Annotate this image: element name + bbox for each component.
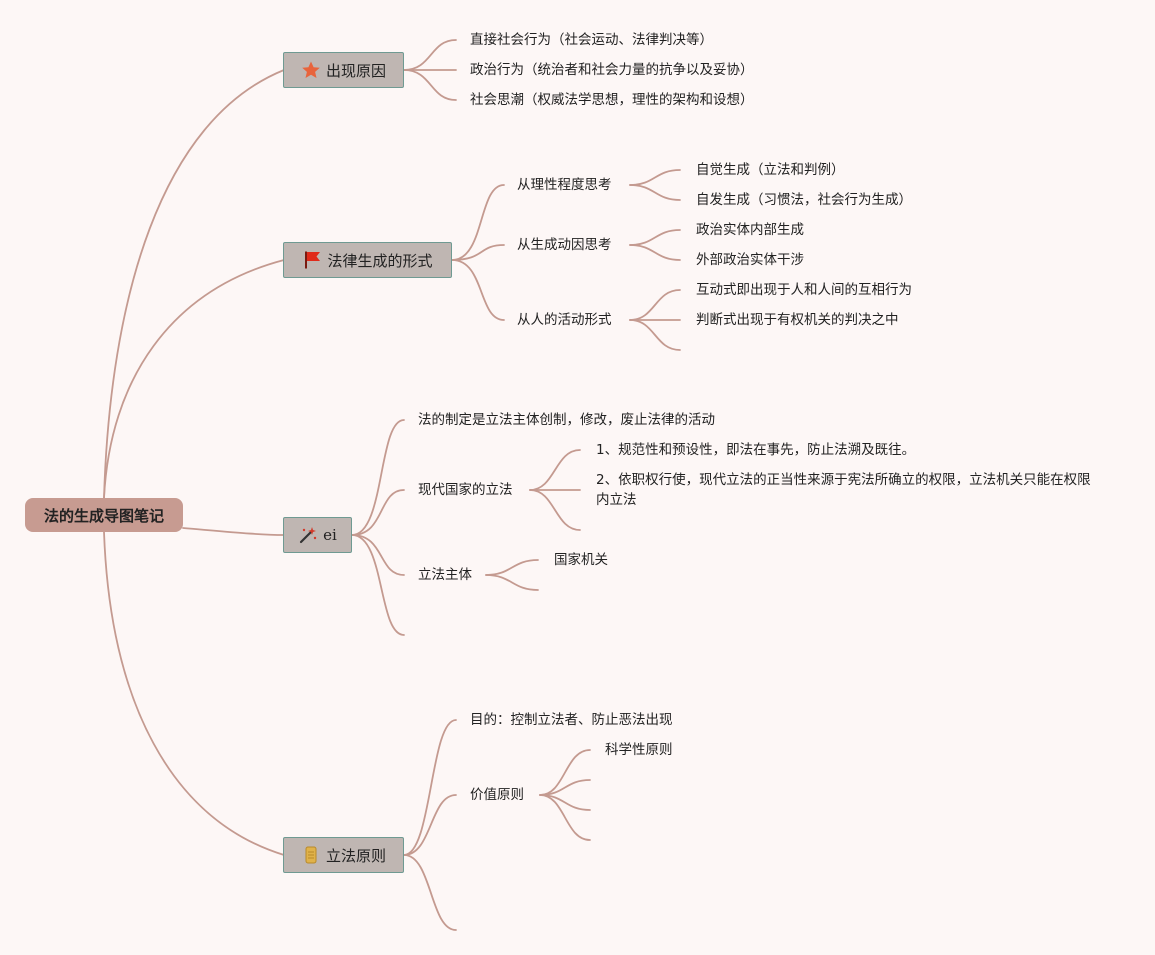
topic-forms[interactable]: 法律生成的形式 (283, 242, 452, 278)
link-root-principles (103, 531, 285, 856)
link-ei-modern (351, 489, 405, 536)
link-root-ei (182, 527, 285, 536)
reasons-item-3[interactable]: 社会思潮（权威法学思想，理性的架构和设想） (470, 92, 754, 108)
forms-activity-item-1[interactable]: 互动式即出现于人和人间的互相行为 (696, 282, 912, 298)
principles-value-label[interactable]: 价值原则 (470, 787, 524, 803)
star-icon (301, 60, 321, 80)
ei-definition[interactable]: 法的制定是立法主体创制，修改，废止法律的活动 (418, 412, 715, 428)
forms-activity-label[interactable]: 从人的活动形式 (517, 312, 612, 328)
principles-value-item-1[interactable]: 科学性原则 (605, 742, 673, 758)
red-flag-icon (302, 250, 322, 270)
link-forms-cause (451, 244, 505, 261)
forms-rational-item-2[interactable]: 自发生成（习惯法，社会行为生成） (696, 192, 912, 208)
link-root-forms (103, 259, 285, 499)
forms-rational-item-1[interactable]: 自觉生成（立法和判例） (696, 162, 845, 178)
topic-principles[interactable]: 立法原则 (283, 837, 404, 873)
link-principles-empty (403, 854, 457, 931)
topic-reasons-label: 出现原因 (325, 61, 386, 80)
link-principles-purpose (403, 719, 457, 856)
topic-forms-label: 法律生成的形式 (327, 251, 433, 270)
topic-ei[interactable]: ei (283, 517, 352, 553)
link-ei-subject (351, 534, 405, 576)
link-forms-rational (451, 184, 505, 261)
magic-wand-icon (298, 525, 318, 545)
root-topic[interactable]: 法的生成导图笔记 (25, 498, 183, 532)
ei-subject-label[interactable]: 立法主体 (418, 567, 472, 583)
topic-principles-label: 立法原则 (325, 846, 386, 865)
reasons-item-1[interactable]: 直接社会行为（社会运动、法律判决等） (470, 32, 713, 48)
forms-cause-label[interactable]: 从生成动因思考 (517, 237, 612, 253)
forms-cause-item-1[interactable]: 政治实体内部生成 (696, 222, 804, 238)
link-root-reasons (103, 69, 285, 499)
principles-purpose[interactable]: 目的：控制立法者、防止恶法出现 (470, 712, 673, 728)
ei-modern-item-2[interactable]: 2、依职权行使，现代立法的正当性来源于宪法所确立的权限，立法机关只能在权限内立法 (596, 472, 1091, 508)
link-ei-empty (351, 534, 405, 636)
topic-ei-label: ei (323, 526, 337, 544)
ei-modern-item-1[interactable]: 1、规范性和预设性，即法在事先，防止法溯及既往。 (596, 442, 916, 458)
topic-reasons[interactable]: 出现原因 (283, 52, 404, 88)
forms-rational-label[interactable]: 从理性程度思考 (517, 177, 612, 193)
ei-subject-item-1[interactable]: 国家机关 (554, 552, 608, 568)
link-forms-activity (451, 259, 505, 321)
ei-modern-label[interactable]: 现代国家的立法 (418, 482, 513, 498)
reasons-item-2[interactable]: 政治行为（统治者和社会力量的抗争以及妥协） (470, 62, 754, 78)
link-ei-definition (351, 419, 405, 536)
forms-activity-item-2[interactable]: 判断式出现于有权机关的判决之中 (696, 312, 899, 328)
forms-cause-item-2[interactable]: 外部政治实体干涉 (696, 252, 804, 268)
link-reasons-3 (403, 69, 457, 101)
link-reasons-1 (403, 39, 457, 71)
link-principles-value (403, 794, 457, 856)
gold-ingot-icon (301, 845, 321, 865)
